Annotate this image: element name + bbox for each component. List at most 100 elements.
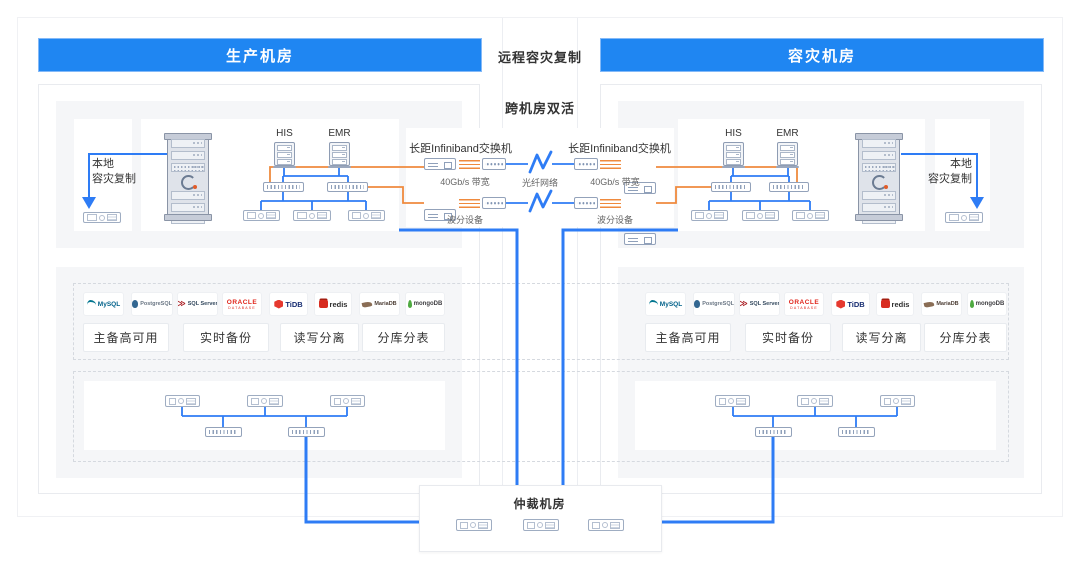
dr-infiniband-title: 长距Infiniband交换机: [568, 143, 671, 155]
db-logo-mariadb: MariaDB: [921, 292, 962, 316]
mysql-dolphin-icon: [86, 300, 96, 308]
cluster-node-icon: [165, 395, 200, 407]
db-logo-mongodb: mongoDB: [967, 292, 1007, 316]
sync-icon: [871, 174, 888, 190]
infiniband-switch-icon: [424, 209, 456, 221]
cluster-node-icon: [715, 395, 750, 407]
db-logo-tidb: TiDB: [831, 292, 870, 316]
disaster-header: 容灾机房: [600, 38, 1044, 72]
db-logo-mysql: MySQL: [645, 292, 686, 316]
redis-icon: [880, 300, 890, 308]
his-label: HIS: [276, 128, 293, 139]
feature-ha: 主备高可用: [83, 323, 169, 352]
prod-bandwidth-label: 40Gb/s 带宽: [440, 177, 490, 187]
production-header: 生产机房: [38, 38, 482, 72]
infiniband-switch-icon: [424, 158, 456, 170]
db-logo-sqlserver: ≫SQL Server: [739, 292, 780, 316]
mysql-dolphin-icon: [648, 300, 658, 308]
wdm-device-icon: [574, 158, 598, 170]
db-logo-tidb: TiDB: [269, 292, 308, 316]
dr-infiniband-box: [565, 128, 674, 227]
storage-server-icon: [243, 210, 280, 221]
storage-server-icon: [293, 210, 331, 221]
redis-icon: [318, 300, 328, 308]
db-logo-mongodb: mongoDB: [405, 292, 445, 316]
emr-server-icon: [776, 142, 799, 168]
cluster-dashed-box: [73, 371, 1009, 462]
storage-server-icon: [742, 210, 779, 221]
postgresql-elephant-icon: [694, 300, 701, 308]
disaster-title: 容灾机房: [787, 47, 856, 65]
arbitration-server-icon: [523, 519, 559, 531]
feature-backup: 实时备份: [183, 323, 269, 352]
network-switch-icon: [769, 182, 809, 192]
wdm-device-icon: [482, 197, 506, 209]
db-logo-mysql: MySQL: [83, 292, 124, 316]
his-server-icon: [722, 142, 745, 168]
network-switch-icon: [327, 182, 368, 192]
his-server-icon: [273, 142, 296, 168]
mongodb-leaf-icon: [969, 300, 974, 308]
network-switch-icon: [711, 182, 751, 192]
his-label: HIS: [725, 128, 742, 139]
mariadb-sealion-icon: [923, 300, 935, 308]
cable-bundle-icon: [600, 160, 621, 169]
sqlserver-icon: ≫: [177, 299, 186, 308]
network-switch-icon: [755, 427, 792, 437]
db-logo-postgresql: PostgreSQL: [693, 292, 735, 316]
db-logo-sqlserver: ≫SQL Server: [177, 292, 218, 316]
network-switch-icon: [263, 182, 304, 192]
feature-sharding: 分库分表: [924, 323, 1007, 352]
mongodb-leaf-icon: [407, 300, 412, 308]
storage-server-icon: [792, 210, 829, 221]
arbitration-server-icon: [588, 519, 624, 531]
infiniband-switch-icon: [624, 233, 656, 245]
storage-server-icon: [691, 210, 728, 221]
production-title: 生产机房: [225, 47, 294, 65]
cluster-node-icon: [247, 395, 283, 407]
feature-rw-split: 读写分离: [280, 323, 359, 352]
cluster-node-icon: [880, 395, 915, 407]
arbitration-title: 仲裁机房: [513, 497, 566, 511]
dr-local-replication-text: 本地 容灾复制: [928, 158, 972, 185]
server-rack-icon: [164, 133, 212, 224]
feature-sharding: 分库分表: [362, 323, 445, 352]
server-rack-icon: [855, 133, 903, 224]
db-logo-postgresql: PostgreSQL: [131, 292, 173, 316]
db-logo-redis: redis: [876, 292, 914, 316]
prod-cluster-box: [84, 381, 445, 450]
dr-wdm-label: 波分设备: [596, 215, 633, 225]
sync-icon: [180, 174, 197, 190]
arbitration-box: [419, 485, 662, 552]
feature-rw-split: 读写分离: [842, 323, 921, 352]
db-logo-redis: redis: [314, 292, 352, 316]
emr-label: EMR: [776, 128, 799, 139]
dual-active-label: 跨机房双活: [504, 101, 575, 116]
cable-bundle-icon: [600, 199, 621, 208]
dr-cluster-box: [635, 381, 996, 450]
arbitration-server-icon: [456, 519, 492, 531]
wdm-device-icon: [574, 197, 598, 209]
cluster-node-icon: [330, 395, 365, 407]
postgresql-elephant-icon: [132, 300, 139, 308]
infiniband-switch-icon: [624, 182, 656, 194]
cable-bundle-icon: [459, 160, 480, 169]
prod-infiniband-title: 长距Infiniband交换机: [409, 143, 512, 155]
emr-server-icon: [328, 142, 351, 168]
storage-server-icon: [945, 212, 983, 223]
sqlserver-icon: ≫: [739, 299, 748, 308]
tidb-icon: [274, 299, 284, 309]
network-switch-icon: [838, 427, 875, 437]
prod-wdm-label: 波分设备: [446, 215, 483, 225]
db-logo-mariadb: MariaDB: [359, 292, 400, 316]
network-switch-icon: [205, 427, 242, 437]
cluster-node-icon: [797, 395, 833, 407]
database-dashed-box: [73, 283, 1009, 360]
wdm-device-icon: [482, 158, 506, 170]
cable-bundle-icon: [459, 199, 480, 208]
storage-server-icon: [348, 210, 385, 221]
mariadb-sealion-icon: [361, 300, 373, 308]
